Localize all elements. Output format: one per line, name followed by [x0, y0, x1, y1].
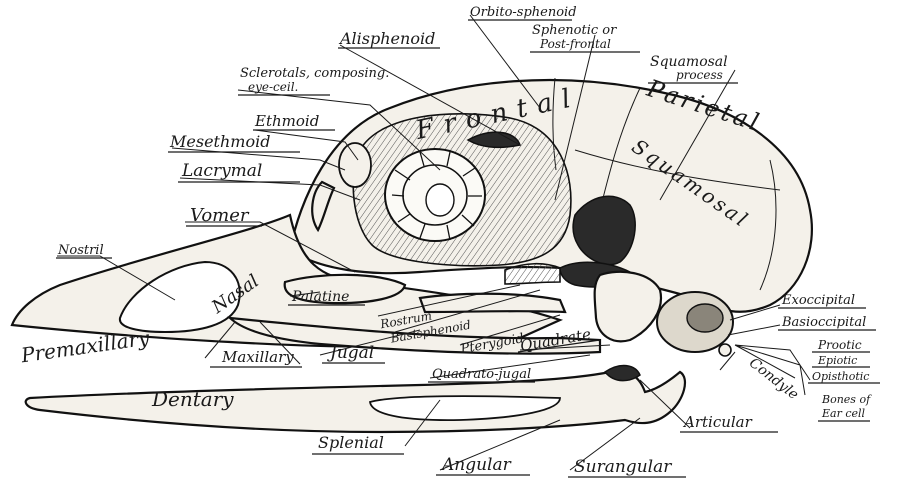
label-lacrymal: Lacrymal [178, 161, 300, 182]
sclerotic-ring [385, 149, 485, 241]
svg-text:Mesethmoid: Mesethmoid [169, 132, 270, 151]
svg-text:process: process [676, 68, 723, 82]
rostrum-bar [505, 264, 560, 284]
label-ethmoid: Ethmoid [253, 112, 335, 130]
label-angular: Angular [436, 455, 530, 475]
svg-text:Angular: Angular [440, 455, 512, 475]
label-prootic: Prootic [812, 338, 870, 352]
svg-text:Condyle: Condyle [746, 355, 801, 403]
svg-text:Basioccipital: Basioccipital [781, 315, 866, 330]
svg-text:Prootic: Prootic [817, 338, 862, 352]
svg-text:Maxillary: Maxillary [221, 348, 294, 366]
label-maxillary: Maxillary [210, 348, 302, 367]
condyle-bone [719, 344, 731, 356]
svg-text:Nostril: Nostril [57, 243, 104, 258]
label-epiotic: Epiotic [812, 354, 870, 367]
label-condyle: Condyle [746, 355, 801, 403]
svg-text:Dentary: Dentary [151, 387, 234, 411]
svg-text:Quadrato-jugal: Quadrato-jugal [432, 367, 531, 382]
label-opisthotic: Opisthotic [808, 370, 880, 383]
label-dentary: Dentary [151, 387, 234, 411]
label-mesethmoid: Mesethmoid [168, 132, 300, 152]
svg-text:Sclerotals, composing.: Sclerotals, composing. [240, 66, 389, 81]
svg-text:Post-frontal: Post-frontal [539, 37, 611, 51]
svg-text:Vomer: Vomer [190, 205, 250, 226]
pterygoid-bar [420, 294, 565, 312]
svg-text:Lacrymal: Lacrymal [181, 161, 262, 181]
svg-text:Bones of: Bones of [821, 393, 872, 406]
label-surangular: Surangular [568, 457, 686, 477]
svg-text:Sphenotic or: Sphenotic or [532, 23, 617, 38]
svg-text:Opisthotic: Opisthotic [812, 370, 869, 383]
svg-text:Articular: Articular [682, 413, 753, 431]
label-quadrato-jugal: Quadrato-jugal [428, 367, 535, 382]
label-nostril: Nostril [56, 243, 112, 258]
label-bones-of-ear-cell: Bones of Ear cell [818, 393, 872, 421]
svg-text:eye-ceil.: eye-ceil. [248, 80, 298, 94]
mandible [26, 371, 685, 432]
svg-text:Exoccipital: Exoccipital [781, 293, 855, 308]
quadrate-bone [595, 272, 661, 342]
label-alisphenoid: Alisphenoid [338, 29, 440, 48]
label-vomer: Vomer [186, 205, 262, 226]
svg-text:Alisphenoid: Alisphenoid [338, 29, 435, 48]
svg-text:Orbito-sphenoid: Orbito-sphenoid [470, 5, 577, 20]
svg-text:Ethmoid: Ethmoid [254, 112, 319, 130]
svg-text:Ear cell: Ear cell [821, 407, 866, 420]
label-basioccipital: Basioccipital [778, 315, 876, 330]
svg-text:Epiotic: Epiotic [817, 354, 857, 367]
label-orbito-sphenoid: Orbito-sphenoid [468, 5, 577, 20]
label-exoccipital: Exoccipital [778, 293, 866, 308]
mesethmoid-bone [339, 143, 371, 187]
svg-text:Surangular: Surangular [574, 457, 672, 477]
label-sphenotic: Sphenotic or Post-frontal [530, 23, 640, 52]
label-articular: Articular [680, 413, 778, 432]
label-splenial: Splenial [312, 433, 404, 454]
svg-text:Palatine: Palatine [291, 289, 349, 305]
svg-text:Jugal: Jugal [327, 343, 374, 363]
svg-text:Splenial: Splenial [318, 433, 384, 452]
label-sclerotals: Sclerotals, composing. eye-ceil. [238, 66, 389, 95]
ear-capsule-inner [687, 304, 723, 332]
